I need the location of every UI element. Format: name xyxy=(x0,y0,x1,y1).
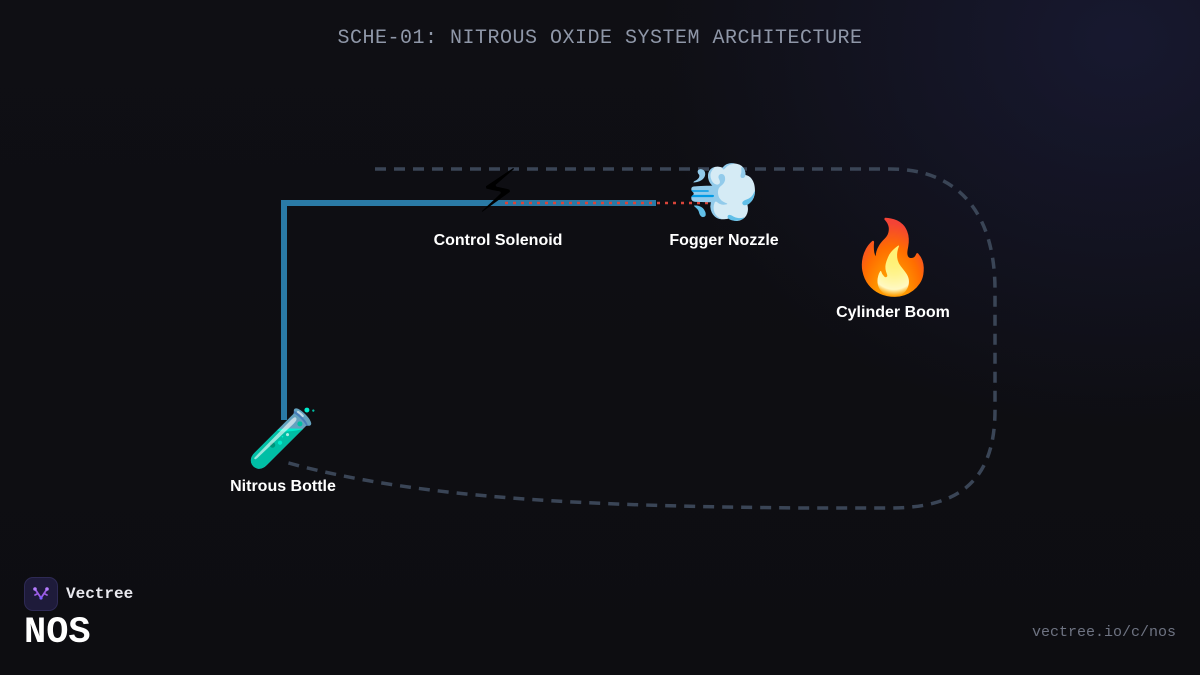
node-nitrous-bottle[interactable]: 🧪 Nitrous Bottle xyxy=(230,410,336,496)
gust-of-wind-icon: 💨 xyxy=(687,160,761,225)
lightning-bolt-icon: ⚡ xyxy=(476,158,520,225)
node-control-solenoid[interactable]: ⚡ Control Solenoid xyxy=(434,162,563,250)
product-name: NOS xyxy=(24,612,91,654)
node-cylinder-boom[interactable]: 🔥 Cylinder Boom xyxy=(836,222,950,322)
brand-badge[interactable]: Vectree xyxy=(24,577,133,611)
connection-return-loop xyxy=(284,167,997,510)
node-label-control-solenoid: Control Solenoid xyxy=(433,232,563,249)
node-label-nitrous-bottle: Nitrous Bottle xyxy=(230,478,336,495)
source-url[interactable]: vectree.io/c/nos xyxy=(1031,624,1176,641)
test-tube-icon: 🧪 xyxy=(246,406,320,471)
brand-name: Vectree xyxy=(66,585,134,603)
node-label-cylinder-boom: Cylinder Boom xyxy=(836,304,950,321)
diagram-title: SCHE-01: NITROUS OXIDE SYSTEM ARCHITECTU… xyxy=(337,27,863,50)
node-label-fogger-nozzle: Fogger Nozzle xyxy=(669,232,779,249)
node-fogger-nozzle[interactable]: 💨 Fogger Nozzle xyxy=(669,164,778,250)
vectree-logo-icon xyxy=(24,577,58,611)
fire-icon: 🔥 xyxy=(848,218,938,298)
